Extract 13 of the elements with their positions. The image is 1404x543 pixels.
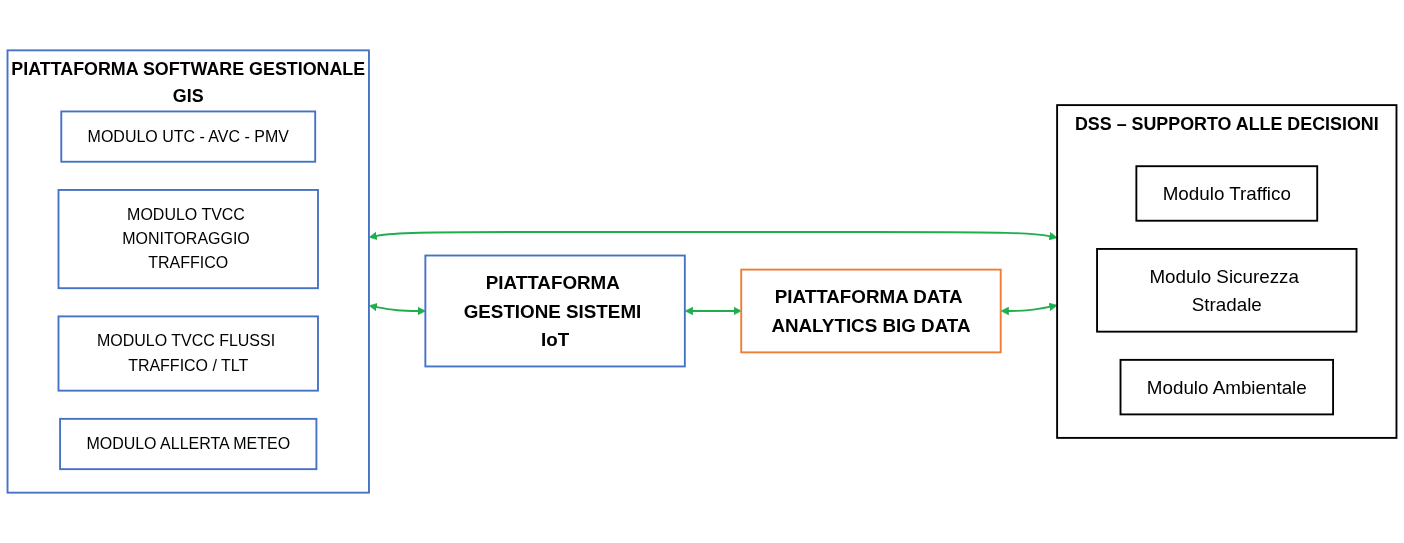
arrow xyxy=(368,303,426,316)
arrow xyxy=(684,306,742,316)
arrow xyxy=(368,231,1058,241)
arrow xyxy=(1000,302,1058,316)
node-box: MODULO TVCC MONITORAGGIO TRAFFICO xyxy=(57,189,319,290)
node-box: Modulo Ambientale xyxy=(1119,358,1334,416)
node-box: MODULO TVCC FLUSSI TRAFFICO / TLT xyxy=(57,315,319,392)
node-box: PIATTAFORMA GESTIONE SISTEMI IoT xyxy=(424,254,686,368)
node-box: MODULO UTC - AVC - PMV xyxy=(60,110,317,163)
node-box: MODULO ALLERTA METEO xyxy=(59,417,318,471)
node-box: Modulo Traffico xyxy=(1135,165,1319,222)
node-box: Modulo Sicurezza Stradale xyxy=(1096,248,1358,333)
node-box: PIATTAFORMA DATA ANALYTICS BIG DATA xyxy=(740,268,1002,354)
